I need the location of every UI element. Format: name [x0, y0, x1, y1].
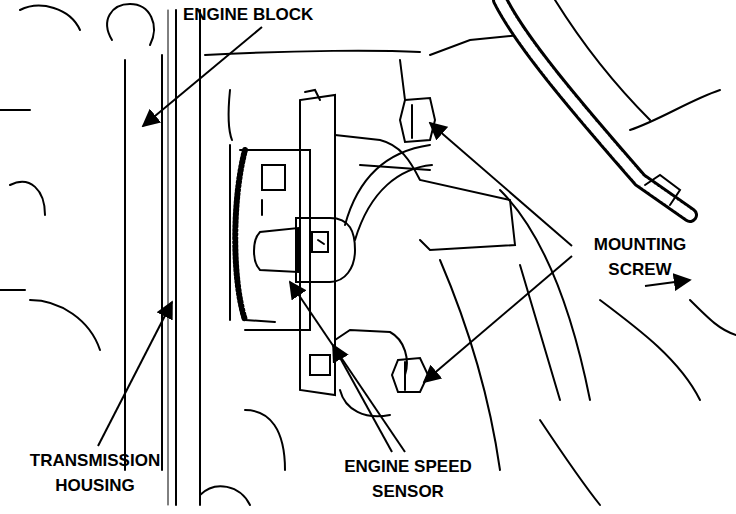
- leader-line: [424, 256, 572, 382]
- leader-line: [290, 282, 405, 452]
- leader-line: [98, 302, 172, 446]
- leader-line: [430, 123, 572, 246]
- part-label: TRANSMISSION HOUSING: [6, 448, 184, 498]
- leader-line: [143, 27, 262, 126]
- part-label: MOUNTING SCREW: [570, 232, 710, 282]
- leader-line: [333, 345, 392, 452]
- leader-line: [645, 280, 690, 286]
- part-label: ENGINE BLOCK: [183, 2, 373, 27]
- part-label: ENGINE SPEED SENSOR: [318, 454, 498, 504]
